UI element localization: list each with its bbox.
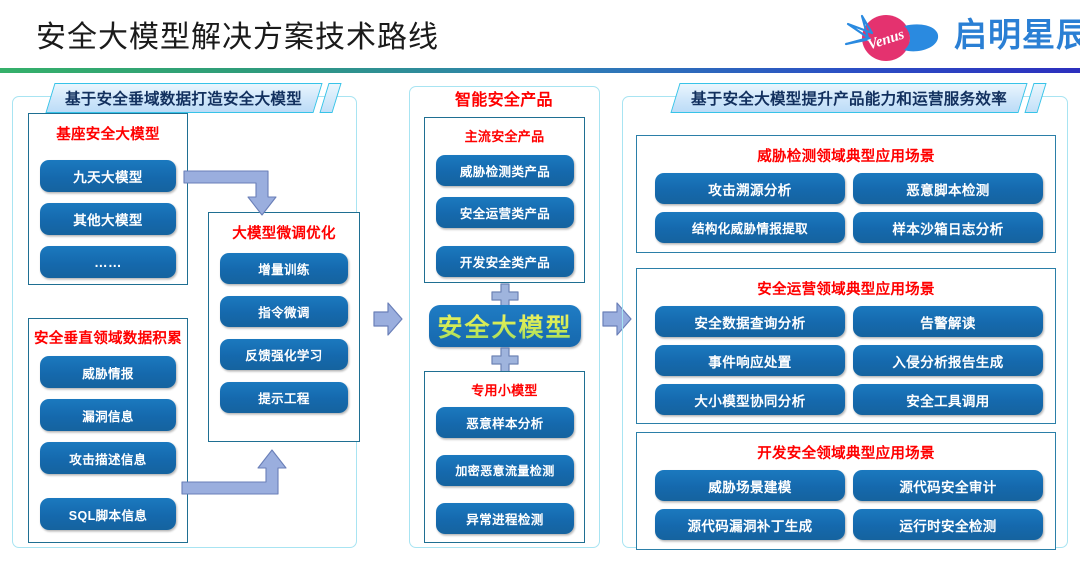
middle-section-frame [409,86,600,548]
pill-g1-1[interactable]: 告警解读 [853,306,1043,337]
pill-small-model-1[interactable]: 加密恶意流量检测 [436,455,574,486]
venus-logo-mark: Venus [844,14,939,61]
pill-data-accum-2[interactable]: 攻击描述信息 [40,442,176,474]
data-accumulation-title: 安全垂直领域数据积累 [34,331,182,347]
middle-section-banner: 智能安全产品 [455,92,553,109]
scenario-group-2-title: 开发安全领域典型应用场景 [757,446,935,462]
pill-finetune-1[interactable]: 指令微调 [220,296,348,327]
pill-base-model-1[interactable]: 其他大模型 [40,203,176,235]
plus-icon-bottom [491,347,519,373]
pill-mainstream-1[interactable]: 安全运营类产品 [436,197,574,228]
company-logo: Venus 启明星辰 [842,8,1080,64]
scenario-group-1-title: 安全运营领域典型应用场景 [757,282,935,298]
pill-data-accum-0[interactable]: 威胁情报 [40,356,176,388]
pill-base-model-0[interactable]: 九天大模型 [40,160,176,192]
pill-g2-3[interactable]: 运行时安全检测 [853,509,1043,540]
pill-g2-0[interactable]: 威胁场景建模 [655,470,845,501]
pill-data-accum-3[interactable]: SQL脚本信息 [40,498,176,530]
elbow-arrow-data-to-finetune [181,449,287,495]
elbow-arrow-basemodel-to-finetune [183,170,277,216]
pill-small-model-2[interactable]: 异常进程检测 [436,503,574,534]
header-accent-rule [0,68,1080,73]
pill-mainstream-0[interactable]: 威胁检测类产品 [436,155,574,186]
scenario-group-0-title: 威胁检测领域典型应用场景 [757,149,935,165]
hero-security-large-model[interactable]: 安全大模型 [429,305,581,347]
left-section-banner: 基于安全垂域数据打造安全大模型 [45,83,323,113]
pill-g2-1[interactable]: 源代码安全审计 [853,470,1043,501]
pill-base-model-2[interactable]: …… [40,246,176,278]
base-model-title: 基座安全大模型 [56,127,160,143]
pill-g1-0[interactable]: 安全数据查询分析 [655,306,845,337]
pill-mainstream-2[interactable]: 开发安全类产品 [436,246,574,277]
arrow-middle-to-right [602,302,632,336]
right-section-banner: 基于安全大模型提升产品能力和运营服务效率 [670,83,1028,113]
finetune-title: 大模型微调优化 [232,226,336,242]
pill-g0-2[interactable]: 结构化威胁情报提取 [655,212,845,243]
pill-g1-4[interactable]: 大小模型协同分析 [655,384,845,415]
pill-g1-5[interactable]: 安全工具调用 [853,384,1043,415]
small-models-title: 专用小模型 [471,383,538,398]
pill-small-model-0[interactable]: 恶意样本分析 [436,407,574,438]
page-title: 安全大模型解决方案技术路线 [36,21,439,54]
pill-g0-0[interactable]: 攻击溯源分析 [655,173,845,204]
pill-g1-3[interactable]: 入侵分析报告生成 [853,345,1043,376]
pill-g0-1[interactable]: 恶意脚本检测 [853,173,1043,204]
logo-company-name: 启明星辰 [954,16,1080,53]
arrow-left-to-middle [373,302,403,336]
pill-g2-2[interactable]: 源代码漏洞补丁生成 [655,509,845,540]
pill-finetune-0[interactable]: 增量训练 [220,253,348,284]
pill-g1-2[interactable]: 事件响应处置 [655,345,845,376]
pill-finetune-3[interactable]: 提示工程 [220,382,348,413]
mainstream-products-title: 主流安全产品 [464,129,545,144]
pill-g0-3[interactable]: 样本沙箱日志分析 [853,212,1043,243]
pill-finetune-2[interactable]: 反馈强化学习 [220,339,348,370]
pill-data-accum-1[interactable]: 漏洞信息 [40,399,176,431]
hero-label: 安全大模型 [437,308,572,344]
